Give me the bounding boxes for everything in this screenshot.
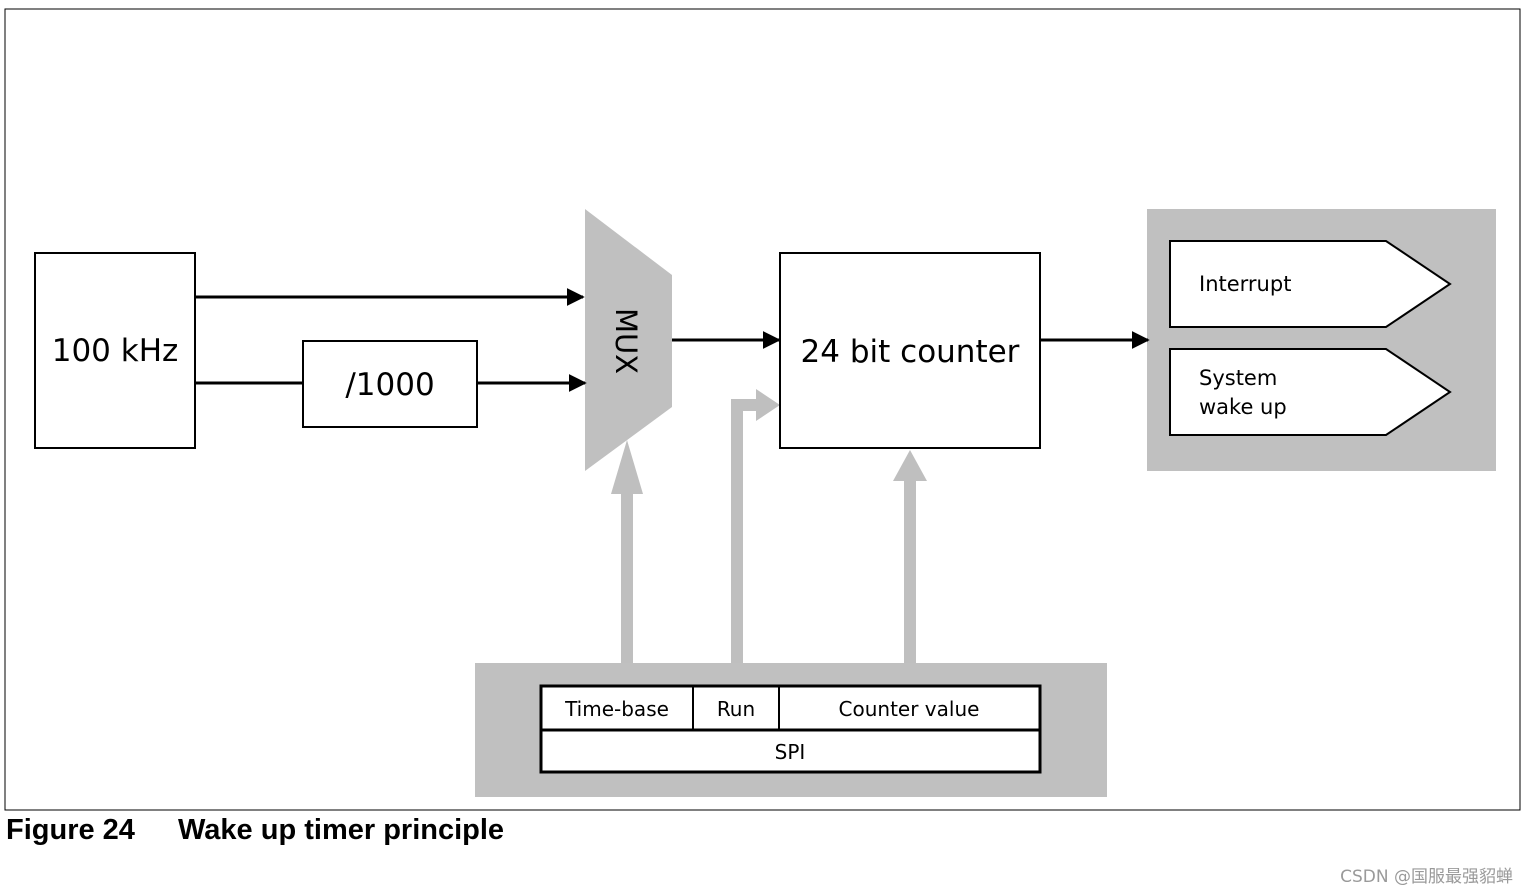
control-arrow-run bbox=[731, 389, 780, 663]
system-wake-up-label-line1: System bbox=[1199, 366, 1277, 390]
interrupt-label: Interrupt bbox=[1199, 272, 1291, 296]
counter-block bbox=[779, 252, 1041, 449]
divider-block bbox=[302, 340, 478, 428]
divider-label: /1000 bbox=[345, 367, 434, 403]
counter-label: 24 bit counter bbox=[801, 334, 1020, 370]
mux-label: MUX bbox=[609, 308, 643, 374]
figure-frame bbox=[4, 8, 1521, 811]
interrupt-output bbox=[1169, 240, 1452, 328]
mux-block bbox=[585, 209, 672, 471]
figure-number: Figure 24 bbox=[6, 814, 135, 846]
watermark: CSDN @国服最强貂蝉 bbox=[1340, 867, 1513, 887]
control-arrow-counter-value bbox=[893, 450, 927, 663]
figure-caption: Figure 24 Wake up timer principle bbox=[6, 814, 504, 854]
spi-register bbox=[539, 684, 1042, 774]
oscillator-label: 100 kHz bbox=[52, 333, 179, 369]
spi-field-time-base: Time-base bbox=[564, 697, 669, 721]
oscillator-block bbox=[34, 252, 196, 449]
figure-title: Wake up timer principle bbox=[178, 814, 505, 846]
wake-up-timer-diagram: 100 kHz /1000 MUX 24 bit counter Interru… bbox=[4, 8, 1521, 811]
spi-label: SPI bbox=[775, 740, 806, 764]
system-wake-up-output bbox=[1169, 348, 1452, 436]
system-wake-up-label-line2: wake up bbox=[1199, 395, 1287, 419]
spi-field-run: Run bbox=[717, 697, 755, 721]
spi-field-counter-value: Counter value bbox=[839, 697, 980, 721]
control-arrow-time-base bbox=[611, 440, 643, 663]
